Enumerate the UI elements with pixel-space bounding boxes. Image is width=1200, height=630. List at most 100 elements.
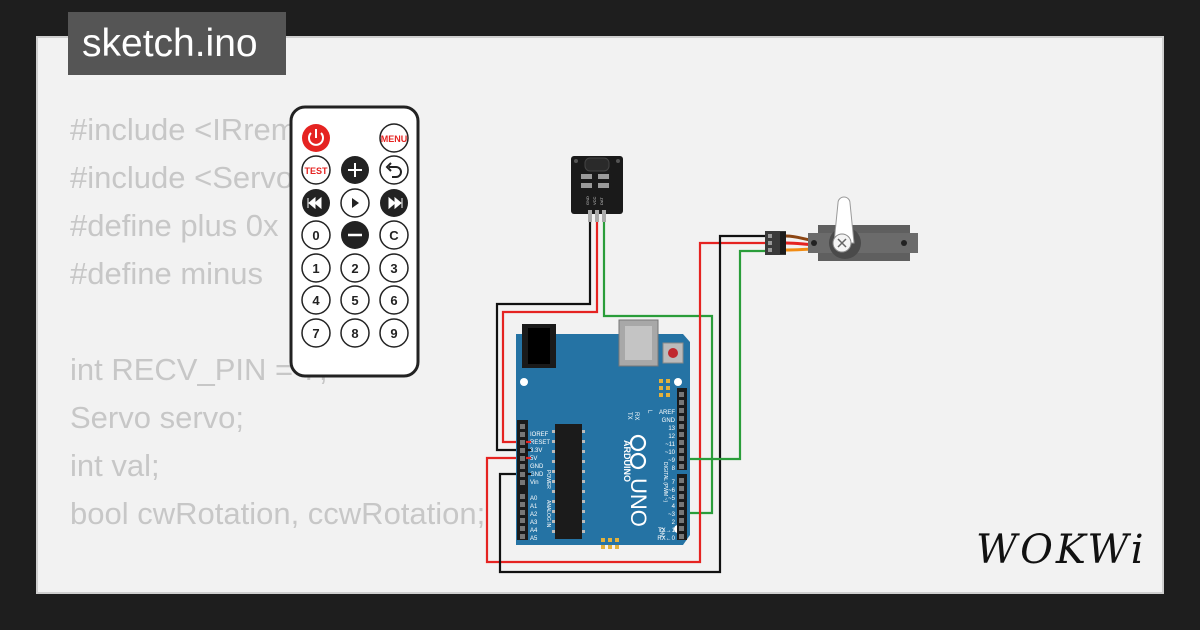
wire-endpoints bbox=[526, 440, 531, 476]
plus-button[interactable] bbox=[341, 156, 369, 184]
test-label: TEST bbox=[304, 166, 328, 176]
pin-label: 13 bbox=[668, 426, 675, 432]
arduino-model-label: UNO bbox=[626, 478, 651, 527]
svg-text:6: 6 bbox=[390, 293, 397, 308]
power-section-label: POWER bbox=[545, 470, 551, 489]
pin-label: RX←0 bbox=[657, 536, 675, 542]
wire-servo-gnd bbox=[498, 234, 765, 574]
power-button[interactable] bbox=[302, 124, 330, 152]
analog-section-label: ANALOG IN bbox=[545, 500, 551, 528]
pin-label: ~10 bbox=[665, 450, 676, 456]
code-line: int val; bbox=[70, 448, 160, 483]
ir-receiver[interactable]: GND VCC DAT bbox=[571, 156, 623, 222]
play-button[interactable] bbox=[340, 188, 370, 218]
svg-text:3: 3 bbox=[390, 261, 397, 276]
menu-button[interactable]: MENU bbox=[379, 123, 409, 153]
ir-pin-label: VCC bbox=[592, 196, 597, 205]
svg-text:5: 5 bbox=[351, 293, 358, 308]
pin-label: A1 bbox=[530, 504, 538, 510]
wire-ir-gnd bbox=[495, 210, 592, 452]
svg-text:7: 7 bbox=[312, 326, 319, 341]
next-button[interactable] bbox=[380, 189, 408, 217]
pin-label: 3.3V bbox=[530, 448, 542, 454]
arduino-uno[interactable]: IOREF RESET 3.3V 5V GND GND Vin A0 A1 A2… bbox=[516, 319, 690, 549]
code-line: bool cwRotation, ccwRotation; bbox=[70, 496, 486, 531]
wire-servo-signal bbox=[683, 249, 765, 461]
atmega-chip bbox=[555, 424, 582, 539]
digit-button-3[interactable]: 3 bbox=[379, 253, 409, 283]
code-line: #define minus 5 bbox=[70, 256, 350, 291]
pin-label: A3 bbox=[530, 520, 538, 526]
pin-label: 7 bbox=[672, 480, 676, 486]
back-arrow-icon bbox=[389, 166, 402, 178]
wokwi-logo: WOKWi bbox=[976, 527, 1147, 573]
pin-label: 4 bbox=[672, 504, 676, 510]
plus-icon bbox=[348, 163, 362, 177]
rx-label: RX bbox=[633, 412, 639, 420]
arduino-logo-icon bbox=[629, 434, 647, 470]
ir-pin-label: GND bbox=[585, 196, 590, 205]
svg-text:9: 9 bbox=[390, 326, 397, 341]
pin-label: IOREF bbox=[530, 432, 549, 438]
clear-button[interactable]: C bbox=[379, 220, 409, 250]
pin-label: A0 bbox=[530, 496, 538, 502]
pin-label: GND bbox=[662, 418, 676, 424]
svg-text:4: 4 bbox=[312, 293, 320, 308]
digit-button-9[interactable]: 9 bbox=[379, 318, 409, 348]
servo-motor[interactable] bbox=[765, 196, 918, 261]
previous-icon bbox=[307, 196, 322, 210]
wire-servo-vcc bbox=[485, 241, 765, 564]
servo-horn bbox=[833, 196, 855, 244]
pin-label: RESET bbox=[530, 440, 550, 446]
pin-label: 2 bbox=[672, 520, 676, 526]
file-tab[interactable]: sketch.ino bbox=[68, 12, 286, 75]
ir-remote[interactable]: MENU TEST 0 bbox=[289, 105, 420, 378]
reset-button[interactable] bbox=[662, 342, 684, 364]
pin-label: ~11 bbox=[665, 442, 675, 448]
svg-text:2: 2 bbox=[351, 261, 358, 276]
test-button[interactable]: TEST bbox=[301, 155, 331, 185]
svg-text:1: 1 bbox=[312, 261, 319, 276]
wires bbox=[485, 210, 823, 574]
digit-button-1[interactable]: 1 bbox=[301, 253, 331, 283]
pin-label: Vin bbox=[530, 480, 539, 486]
svg-text:C: C bbox=[389, 228, 399, 243]
pin-label: A5 bbox=[530, 536, 538, 542]
code-editor: #include <IRremote.h> #include <Servo.h>… bbox=[70, 106, 486, 592]
pin-label: GND bbox=[530, 472, 544, 478]
pin-label: ~6 bbox=[668, 488, 676, 494]
tx-label: TX bbox=[626, 412, 632, 420]
digit-button-7[interactable]: 7 bbox=[301, 318, 331, 348]
next-icon bbox=[388, 196, 403, 210]
previous-button[interactable] bbox=[302, 189, 330, 217]
arduino-brand-label: ARDUINO bbox=[622, 440, 632, 482]
digit-button-6[interactable]: 6 bbox=[379, 285, 409, 315]
back-button[interactable] bbox=[379, 155, 409, 185]
menu-label: MENU bbox=[381, 134, 408, 144]
pin-label: 5V bbox=[530, 456, 537, 462]
wire-ir-dat bbox=[602, 210, 714, 515]
pin-label: ~3 bbox=[668, 512, 676, 518]
on-label: ON bbox=[658, 528, 664, 537]
pin-label: 8 bbox=[672, 466, 676, 472]
play-icon bbox=[352, 198, 359, 208]
pin-label: TX→1 bbox=[658, 528, 676, 534]
pin-label: GND bbox=[530, 464, 544, 470]
code-line: Servo servo; bbox=[70, 400, 245, 435]
svg-text:0: 0 bbox=[312, 228, 319, 243]
digit-button-8[interactable]: 8 bbox=[340, 318, 370, 348]
wire-ir-vcc bbox=[501, 210, 599, 444]
minus-button[interactable] bbox=[341, 221, 369, 249]
pin-label: ~5 bbox=[668, 496, 676, 502]
pin-label: 12 bbox=[668, 434, 675, 440]
code-line: #define plus 0x bbox=[70, 208, 279, 243]
pin-label: AREF bbox=[659, 410, 675, 416]
digit-button-4[interactable]: 4 bbox=[301, 285, 331, 315]
svg-text:8: 8 bbox=[351, 326, 358, 341]
pin-label: ~9 bbox=[668, 458, 676, 464]
digit-button-5[interactable]: 5 bbox=[340, 285, 370, 315]
digital-section-label: DIGITAL (PWM ~) bbox=[662, 462, 668, 502]
pin-label: A4 bbox=[530, 528, 538, 534]
digit-button-0[interactable]: 0 bbox=[301, 220, 331, 250]
digit-button-2[interactable]: 2 bbox=[340, 253, 370, 283]
